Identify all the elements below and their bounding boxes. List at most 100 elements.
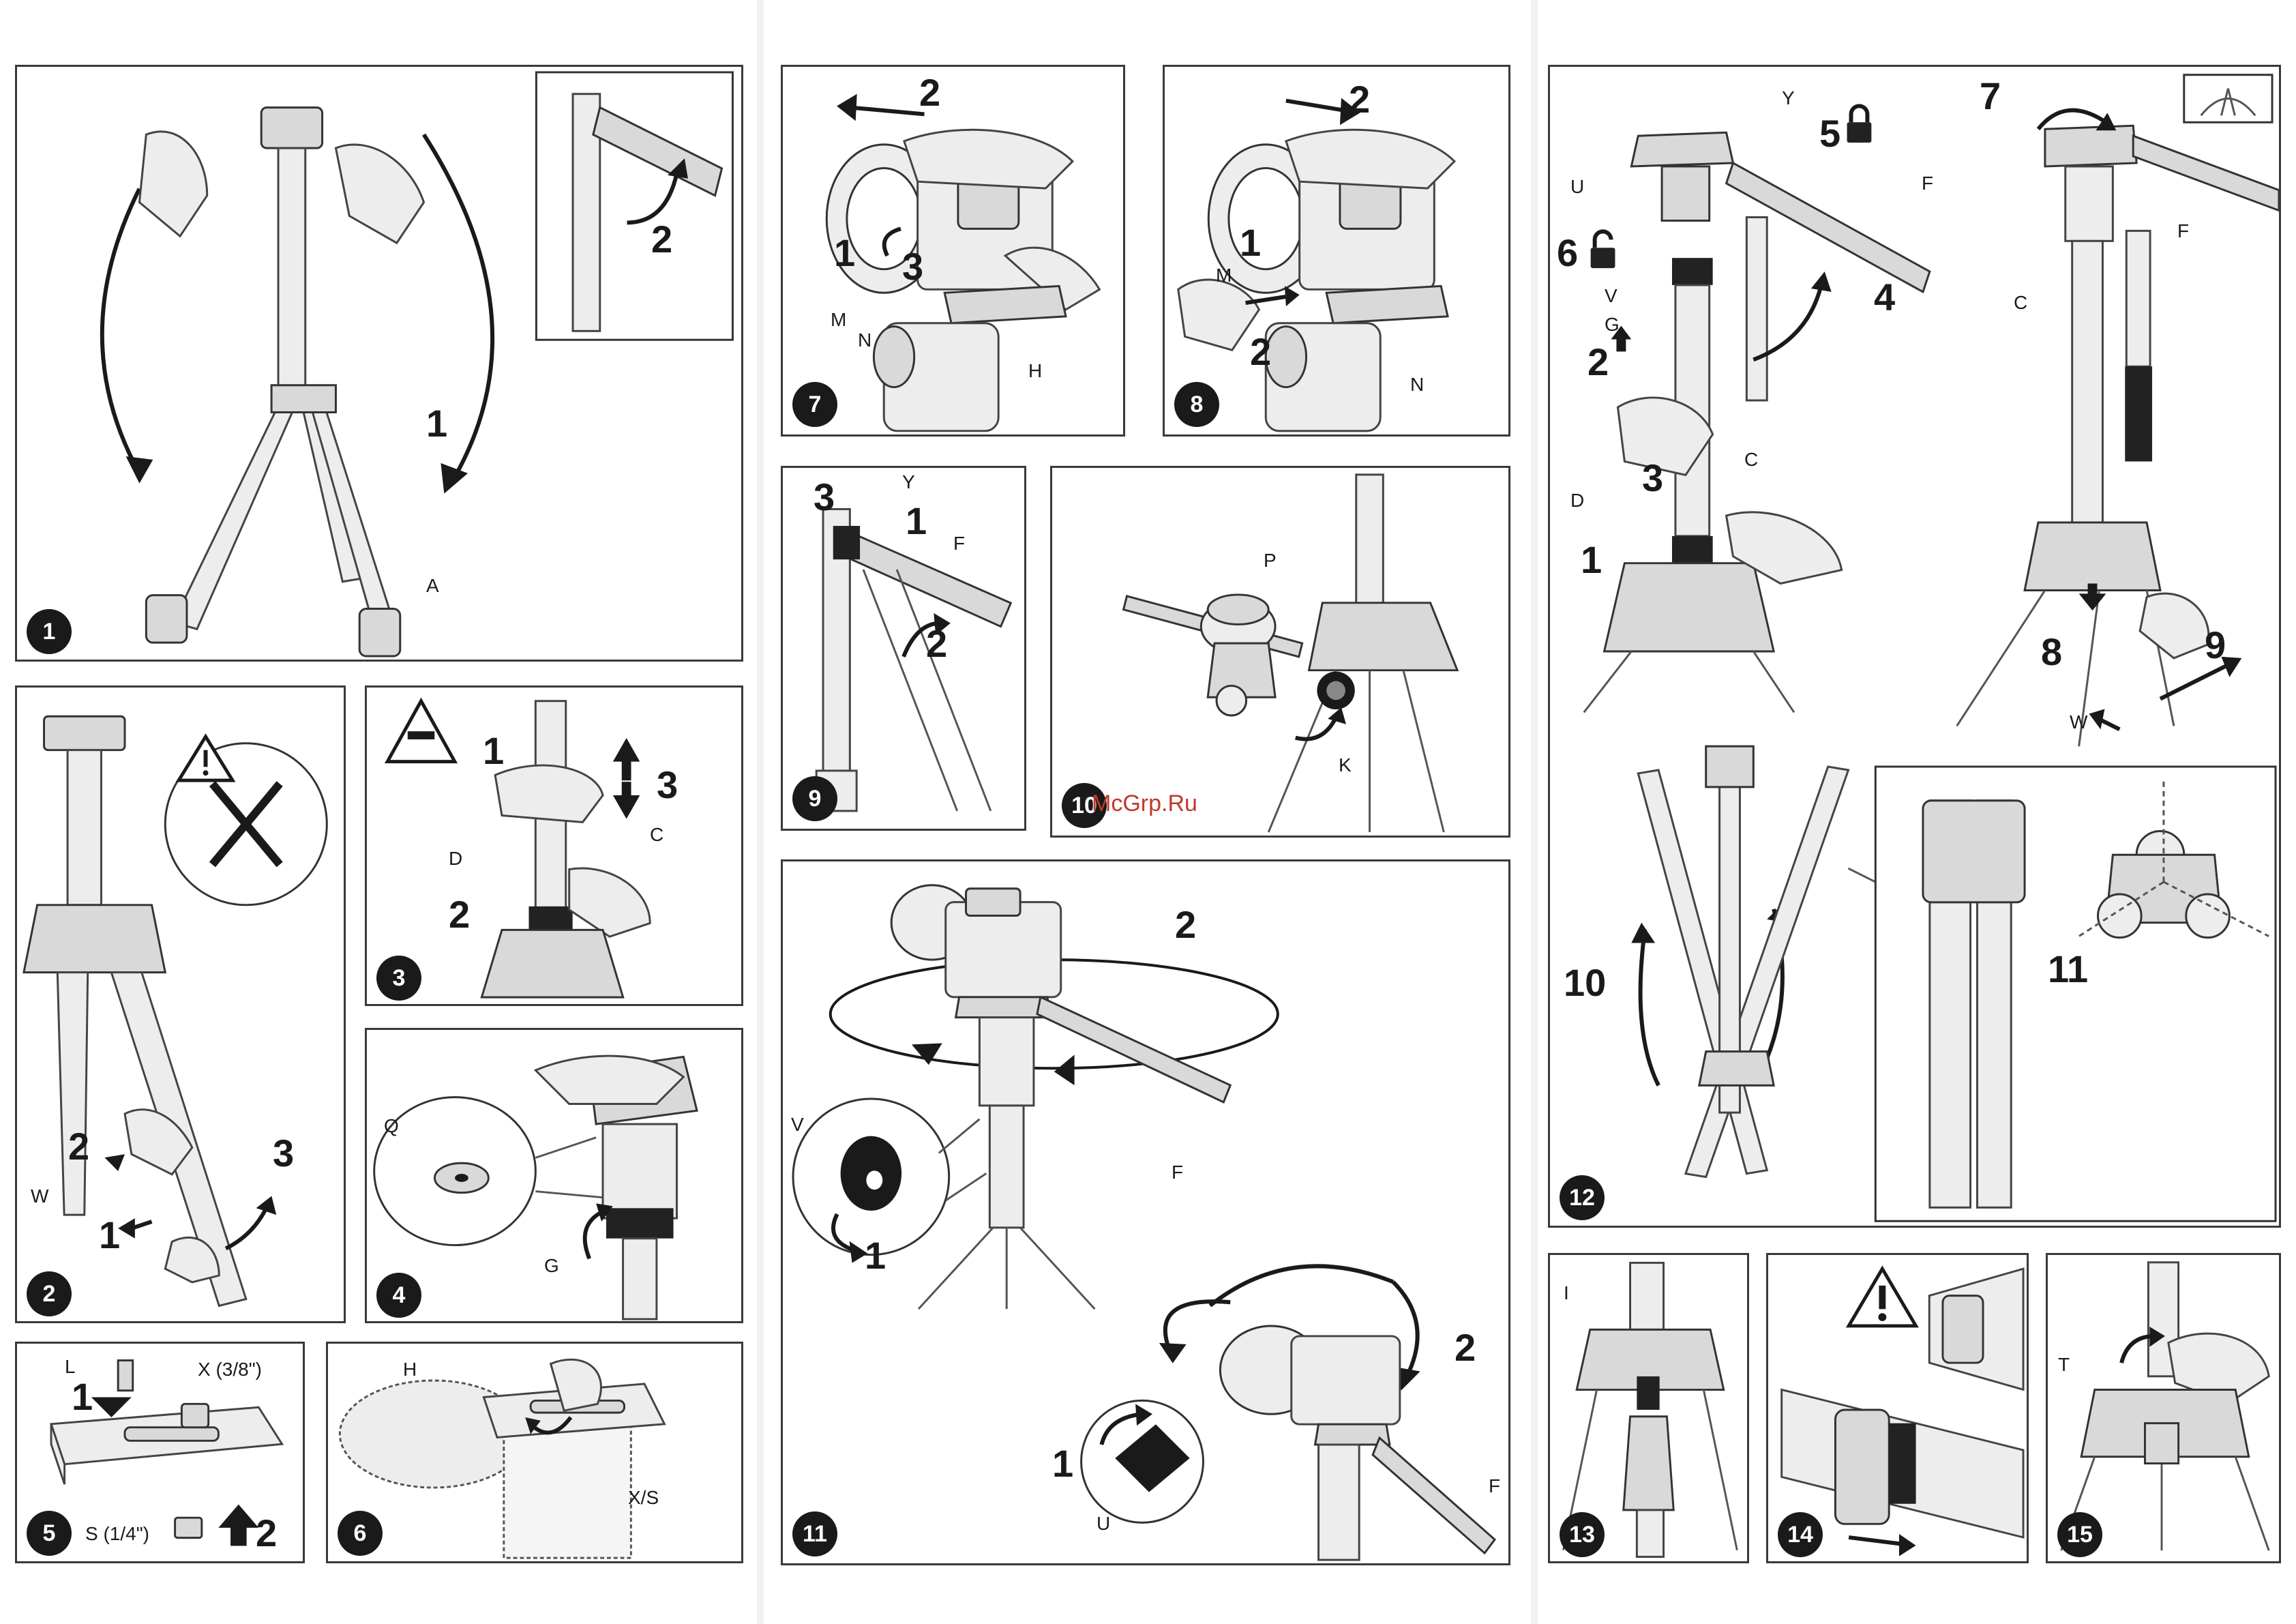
panel-step-2: 2 W 3 1 2 — [15, 685, 346, 1323]
panel-step-14: 14 — [1766, 1253, 2029, 1563]
panel-step-10: P K 10 McGrp.Ru — [1050, 466, 1510, 838]
callout-2: 2 — [926, 621, 947, 666]
callout-8: 8 — [2041, 630, 2062, 674]
callout-9: 9 — [2205, 623, 2226, 667]
callout-10: 10 — [1564, 960, 1606, 1005]
callout-2: 2 — [449, 892, 470, 936]
step-number-5: 5 — [27, 1511, 72, 1556]
step-number-15: 15 — [2057, 1512, 2102, 1557]
level-illustration — [367, 1030, 741, 1321]
panel-step-6: H X/S 6 — [326, 1342, 743, 1563]
callout-5: 5 — [1819, 111, 1840, 156]
callout-1b: 1 — [1052, 1441, 1073, 1486]
label-d: D — [449, 848, 462, 870]
step-number-2: 2 — [27, 1271, 72, 1316]
label-i: I — [1564, 1282, 1569, 1304]
callout-2: 2 — [919, 70, 940, 115]
label-n: N — [1410, 374, 1424, 396]
label-u: U — [1097, 1513, 1110, 1535]
label-h: H — [403, 1359, 417, 1381]
panel-step-7: 2 1 3 M N H 7 — [781, 65, 1125, 437]
step-number-3: 3 — [376, 956, 421, 1001]
lever-illustration — [17, 688, 344, 1321]
step-number-6: 6 — [338, 1511, 383, 1556]
watermark: McGrp.Ru — [1092, 791, 1197, 817]
label-c: C — [1744, 449, 1758, 471]
step-number-8: 8 — [1174, 382, 1219, 427]
callout-2: 2 — [1349, 77, 1370, 121]
label-q: Q — [384, 1115, 399, 1137]
label-xs: X/S — [628, 1487, 659, 1509]
label-s: S (1/4") — [85, 1523, 149, 1545]
step-number-9: 9 — [792, 776, 837, 821]
callout-2b: 2 — [1250, 329, 1271, 374]
callout-2b: 2 — [1455, 1325, 1476, 1370]
pan-tilt-illustration — [783, 861, 1508, 1563]
step-number-12: 12 — [1560, 1175, 1605, 1220]
label-n: N — [858, 329, 871, 351]
callout-3: 3 — [1642, 456, 1663, 500]
pan-head-illustration — [1052, 468, 1508, 836]
label-c: C — [650, 824, 664, 846]
callout-2: 2 — [651, 217, 672, 261]
label-a: A — [426, 575, 439, 597]
page-fold-right — [1531, 0, 1538, 1624]
column-illustration — [367, 688, 741, 1004]
step-number-4: 4 — [376, 1273, 421, 1318]
callout-2: 2 — [68, 1124, 89, 1168]
panel-step-1: 2 1 A 1 — [15, 65, 743, 662]
label-d: D — [1570, 490, 1584, 512]
callout-11: 11 — [2048, 947, 2088, 991]
label-v: V — [791, 1114, 804, 1136]
label-f: F — [1922, 173, 1933, 194]
label-x: X (3/8") — [198, 1359, 262, 1381]
panel-step-8: 2 1 M 2 N 8 — [1163, 65, 1510, 437]
label-g: G — [1605, 314, 1620, 336]
label-v: V — [1605, 285, 1617, 307]
panel-step-13: I 13 — [1548, 1253, 1749, 1563]
tripod-illustration — [17, 67, 741, 660]
callout-3: 3 — [814, 475, 835, 519]
label-m: M — [831, 309, 846, 331]
page-fold-left — [757, 0, 764, 1624]
label-k: K — [1339, 754, 1352, 776]
label-y: Y — [902, 471, 915, 493]
label-f-right: F — [2177, 220, 2189, 242]
label-f: F — [953, 533, 965, 555]
label-f-bottom: F — [1489, 1475, 1500, 1497]
step-number-13: 13 — [1560, 1512, 1605, 1557]
callout-2: 2 — [1587, 340, 1609, 384]
label-p: P — [1264, 550, 1277, 572]
step-number-1: 1 — [27, 609, 72, 654]
callout-7: 7 — [1980, 74, 2001, 118]
callout-3: 3 — [657, 763, 678, 807]
callout-1: 1 — [1581, 537, 1602, 582]
label-m: M — [1216, 265, 1232, 286]
step-number-7: 7 — [792, 382, 837, 427]
full-tripod-illustration — [1550, 67, 2279, 1226]
camera-release-illustration — [1165, 67, 1508, 434]
callout-2: 2 — [256, 1511, 277, 1555]
panel-step-15: T 15 — [2046, 1253, 2281, 1563]
callout-1: 1 — [1240, 220, 1261, 265]
callout-3: 3 — [902, 244, 923, 289]
callout-1: 1 — [906, 499, 927, 543]
step-number-14: 14 — [1778, 1512, 1823, 1557]
callout-3: 3 — [273, 1131, 294, 1175]
step-number-11: 11 — [792, 1511, 837, 1556]
callout-1: 1 — [426, 401, 447, 445]
label-u: U — [1570, 176, 1584, 198]
callout-4: 4 — [1874, 275, 1895, 319]
label-g: G — [544, 1255, 559, 1277]
callout-1: 1 — [483, 728, 504, 773]
label-w: W — [31, 1185, 48, 1207]
label-f: F — [1172, 1162, 1183, 1183]
label-h: H — [1028, 360, 1042, 382]
panel-step-5: L X (3/8") 1 S (1/4") 2 5 — [15, 1342, 305, 1563]
label-c-right: C — [2014, 292, 2027, 314]
callout-1: 1 — [72, 1374, 93, 1419]
callout-1: 1 — [99, 1213, 120, 1257]
label-y: Y — [1782, 87, 1795, 109]
panel-step-12: Y 5 U F 6 V G 4 2 C 3 D 1 7 F C 8 9 W 10… — [1548, 65, 2281, 1228]
label-w: W — [2070, 711, 2087, 733]
